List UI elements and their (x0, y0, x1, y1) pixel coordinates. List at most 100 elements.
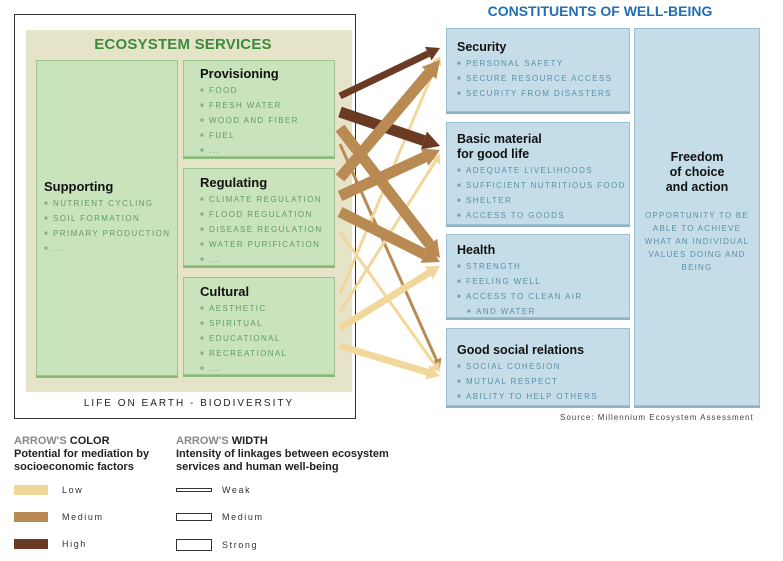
legend-color-medium: Medium (14, 512, 104, 522)
list-item: SPIRITUAL (200, 317, 287, 332)
arrowhead-cultural-to-security (431, 56, 442, 67)
social-relations-box: Good social relations SOCIAL COHESION MU… (446, 328, 630, 406)
legend-line-strong (176, 539, 212, 551)
legend-color-high-label: High (62, 539, 87, 549)
legend-width-medium: Medium (176, 512, 264, 522)
legend-width-heading-b: WIDTH (231, 435, 268, 447)
legend-color-desc-2: socioeconomic factors (14, 461, 134, 473)
supporting-box: Supporting NUTRIENT CYCLING SOIL FORMATI… (36, 60, 178, 376)
regulating-list: CLIMATE REGULATION FLOOD REGULATION DISE… (200, 193, 323, 268)
arrowhead-provisioning-to-health (422, 238, 440, 258)
legend-color-high: High (14, 539, 87, 549)
list-item: ADEQUATE LIVELIHOODS (457, 164, 626, 179)
list-item: SHELTER (457, 194, 626, 209)
list-item: NUTRIENT CYCLING (44, 197, 170, 212)
legend-color-heading: ARROW'S COLOR Potential for mediation by… (14, 435, 149, 474)
legend-width-medium-label: Medium (222, 512, 264, 522)
basic-material-box: Basic material for good life ADEQUATE LI… (446, 122, 630, 225)
arrowhead-regulating-to-basic (420, 148, 440, 166)
cultural-title: Cultural (200, 284, 250, 299)
arrowhead-provisioning-to-social (431, 357, 442, 368)
arrowhead-provisioning-to-basic (420, 131, 440, 150)
security-box: Security PERSONAL SAFETY SECURE RESOURCE… (446, 28, 630, 112)
list-item: STRENGTH (457, 260, 583, 275)
freedom-box: Freedom of choice and action OPPORTUNITY… (634, 28, 760, 406)
list-item: ... (200, 144, 299, 159)
legend-width-desc-2: services and human well-being (176, 461, 339, 473)
arrowhead-regulating-to-social (430, 361, 440, 372)
legend-width-desc-1: Intensity of linkages between ecosystem (176, 448, 389, 460)
regulating-title: Regulating (200, 175, 268, 190)
legend-color-medium-label: Medium (62, 512, 104, 522)
list-item: EDUCATIONAL (200, 332, 287, 347)
supporting-title: Supporting (44, 179, 114, 194)
list-item: SOCIAL COHESION (457, 360, 598, 375)
basic-material-list: ADEQUATE LIVELIHOODS SUFFICIENT NUTRITIO… (457, 164, 626, 224)
list-item: AESTHETIC (200, 302, 287, 317)
arrowhead-cultural-to-health (424, 266, 440, 280)
list-item: MUTUAL RESPECT (457, 375, 598, 390)
health-box: Health STRENGTH FEELING WELL ACCESS TO C… (446, 234, 630, 318)
list-item: ACCESS TO CLEAN AIR (457, 290, 583, 305)
arrowhead-cultural-to-social (425, 365, 440, 380)
freedom-title-2: of choice (669, 165, 725, 179)
list-item: ... (200, 362, 287, 377)
legend-line-weak (176, 488, 212, 492)
health-list: STRENGTH FEELING WELL ACCESS TO CLEAN AI… (457, 260, 583, 320)
list-item: ... (200, 253, 323, 268)
arrowhead-provisioning-to-security (425, 46, 440, 61)
arrowhead-cultural-to-basic (430, 154, 440, 165)
list-item: WOOD AND FIBER (200, 114, 299, 129)
regulating-box: Regulating CLIMATE REGULATION FLOOD REGU… (183, 168, 335, 266)
list-item: FRESH WATER (200, 99, 299, 114)
provisioning-box: Provisioning FOOD FRESH WATER WOOD AND F… (183, 60, 335, 157)
list-item: FLOOD REGULATION (200, 208, 323, 223)
basic-material-title-2: for good life (457, 147, 530, 161)
legend-color-low-label: Low (62, 485, 84, 495)
legend-swatch-low (14, 485, 48, 495)
list-item: SECURITY FROM DISASTERS (457, 87, 612, 102)
legend-color-low: Low (14, 485, 83, 495)
list-item: AND WATER (457, 305, 583, 320)
legend-width-heading-a: ARROW'S (176, 435, 229, 447)
provisioning-title: Provisioning (200, 66, 279, 81)
wellbeing-title: CONSTITUENTS OF WELL-BEING (487, 3, 713, 19)
basic-material-title-1: Basic material (457, 132, 542, 146)
legend-swatch-medium (14, 512, 48, 522)
legend-width-weak: Weak (176, 485, 251, 495)
source-credit: Source: Millennium Ecosystem Assessment (560, 413, 754, 422)
list-item: ABILITY TO HELP OTHERS (457, 390, 598, 405)
legend-color-desc-1: Potential for mediation by (14, 448, 150, 460)
legend-width-heading: ARROW'S WIDTH Intensity of linkages betw… (176, 435, 389, 474)
list-item: FOOD (200, 84, 299, 99)
biodiversity-footer: LIFE ON EARTH - BIODIVERSITY (83, 398, 295, 409)
list-item: SOIL FORMATION (44, 212, 170, 227)
health-title: Health (457, 243, 496, 257)
social-relations-list: SOCIAL COHESION MUTUAL RESPECT ABILITY T… (457, 360, 598, 405)
freedom-title-1: Freedom (670, 150, 724, 164)
list-item: PRIMARY PRODUCTION (44, 227, 170, 242)
list-item: SUFFICIENT NUTRITIOUS FOOD (457, 179, 626, 194)
list-item: ... (44, 242, 170, 257)
list-item: SECURE RESOURCE ACCESS (457, 72, 612, 87)
legend-width-weak-label: Weak (222, 485, 252, 495)
list-item: ACCESS TO GOODS (457, 209, 626, 224)
freedom-title-3: and action (665, 180, 729, 194)
supporting-list: NUTRIENT CYCLING SOIL FORMATION PRIMARY … (44, 197, 170, 257)
legend-width-strong-label: Strong (222, 540, 259, 550)
cultural-box: Cultural AESTHETIC SPIRITUAL EDUCATIONAL… (183, 277, 335, 375)
legend-color-heading-a: ARROW'S (14, 435, 67, 447)
legend-width-strong: Strong (176, 539, 258, 551)
list-item: PERSONAL SAFETY (457, 57, 612, 72)
social-relations-title: Good social relations (457, 343, 585, 357)
legend-color-heading-b: COLOR (69, 435, 110, 447)
freedom-description: OPPORTUNITY TO BE ABLE TO ACHIEVE WHAT A… (644, 211, 750, 272)
list-item: WATER PURIFICATION (200, 238, 323, 253)
legend-line-medium (176, 513, 212, 521)
security-title: Security (457, 40, 507, 54)
list-item: DISEASE REGULATION (200, 223, 323, 238)
list-item: RECREATIONAL (200, 347, 287, 362)
provisioning-list: FOOD FRESH WATER WOOD AND FIBER FUEL ... (200, 84, 299, 159)
list-item: FUEL (200, 129, 299, 144)
